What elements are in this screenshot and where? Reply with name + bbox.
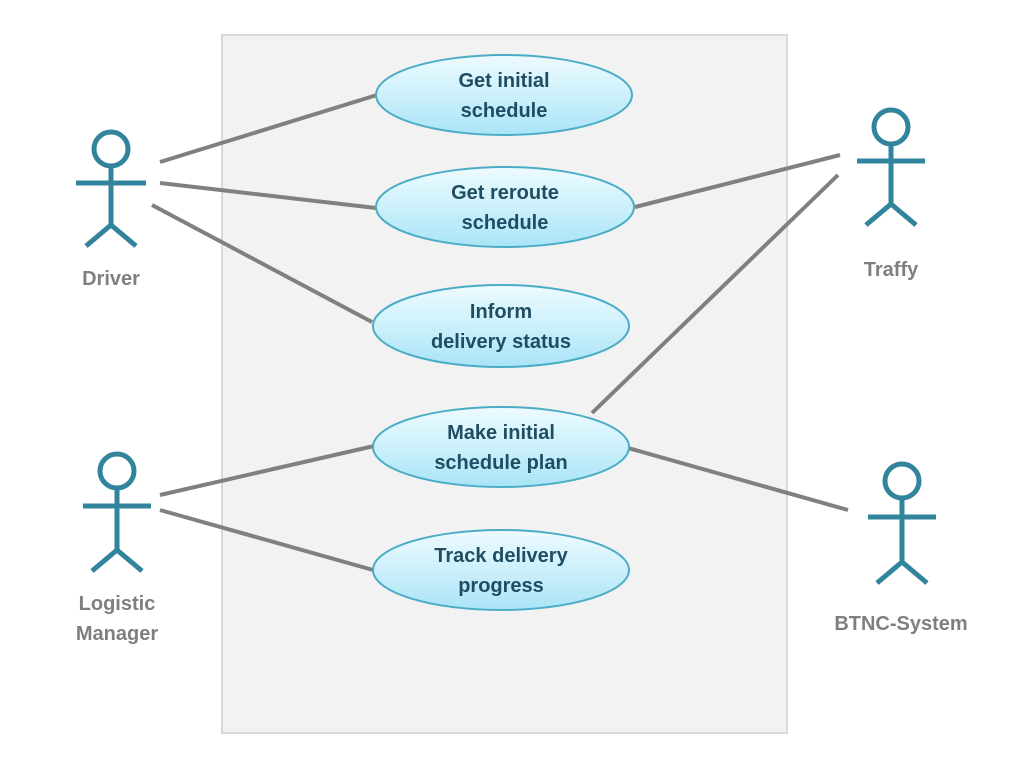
actor-label: Driver xyxy=(82,268,140,290)
use-case-label-line: progress xyxy=(458,575,544,597)
use-case-label-line: schedule xyxy=(461,100,548,122)
use-case-label-line: Get reroute xyxy=(451,182,559,204)
association-driver-get-initial-schedule xyxy=(159,93,378,164)
use-case-label-line: schedule plan xyxy=(434,452,567,474)
use-case-get-reroute-schedule[interactable]: Get reroute schedule xyxy=(375,166,635,248)
actor-label: Traffy xyxy=(864,259,919,281)
use-case-label-line: delivery status xyxy=(431,331,571,353)
use-case-track-delivery-progress[interactable]: Track delivery progress xyxy=(372,529,630,611)
use-case-make-initial-schedule-plan[interactable]: Make initial schedule plan xyxy=(372,406,630,488)
use-case-get-initial-schedule[interactable]: Get initial schedule xyxy=(375,54,633,136)
actor-driver[interactable]: Driver xyxy=(76,129,146,290)
actor-traffy[interactable]: Traffy xyxy=(857,107,925,281)
actor-logistic-manager[interactable]: Logistic Manager xyxy=(76,451,158,645)
associations xyxy=(151,93,849,572)
use-case-label-line: Make initial xyxy=(447,422,555,444)
association-logistic-manager-make-initial-schedule-plan xyxy=(159,444,375,497)
association-driver-inform-delivery-status xyxy=(151,203,373,324)
actor-btnc-system[interactable]: BTNC-System xyxy=(834,461,968,635)
use-case-label-line: Inform xyxy=(470,301,532,323)
use-case-label-line: Get initial xyxy=(458,70,549,92)
use-case-label-line: schedule xyxy=(462,212,549,234)
association-traffy-make-initial-schedule-plan xyxy=(590,173,840,415)
use-case-label-line: Track delivery xyxy=(434,545,568,567)
stick-figure-icon xyxy=(83,451,151,573)
association-traffy-get-reroute-schedule xyxy=(634,153,841,209)
association-driver-get-reroute-schedule xyxy=(159,181,377,210)
actor-label: Manager xyxy=(76,623,158,645)
stick-figure-icon xyxy=(868,461,936,585)
association-logistic-manager-track-delivery-progress xyxy=(159,508,374,572)
use-case-inform-delivery-status[interactable]: Inform delivery status xyxy=(372,284,630,368)
stick-figure-icon xyxy=(76,129,146,248)
system-boundary xyxy=(221,34,788,734)
actor-label: BTNC-System xyxy=(834,613,967,635)
stick-figure-icon xyxy=(857,107,925,227)
actor-label: Logistic xyxy=(79,593,156,615)
association-btnc-system-make-initial-schedule-plan xyxy=(627,446,849,512)
